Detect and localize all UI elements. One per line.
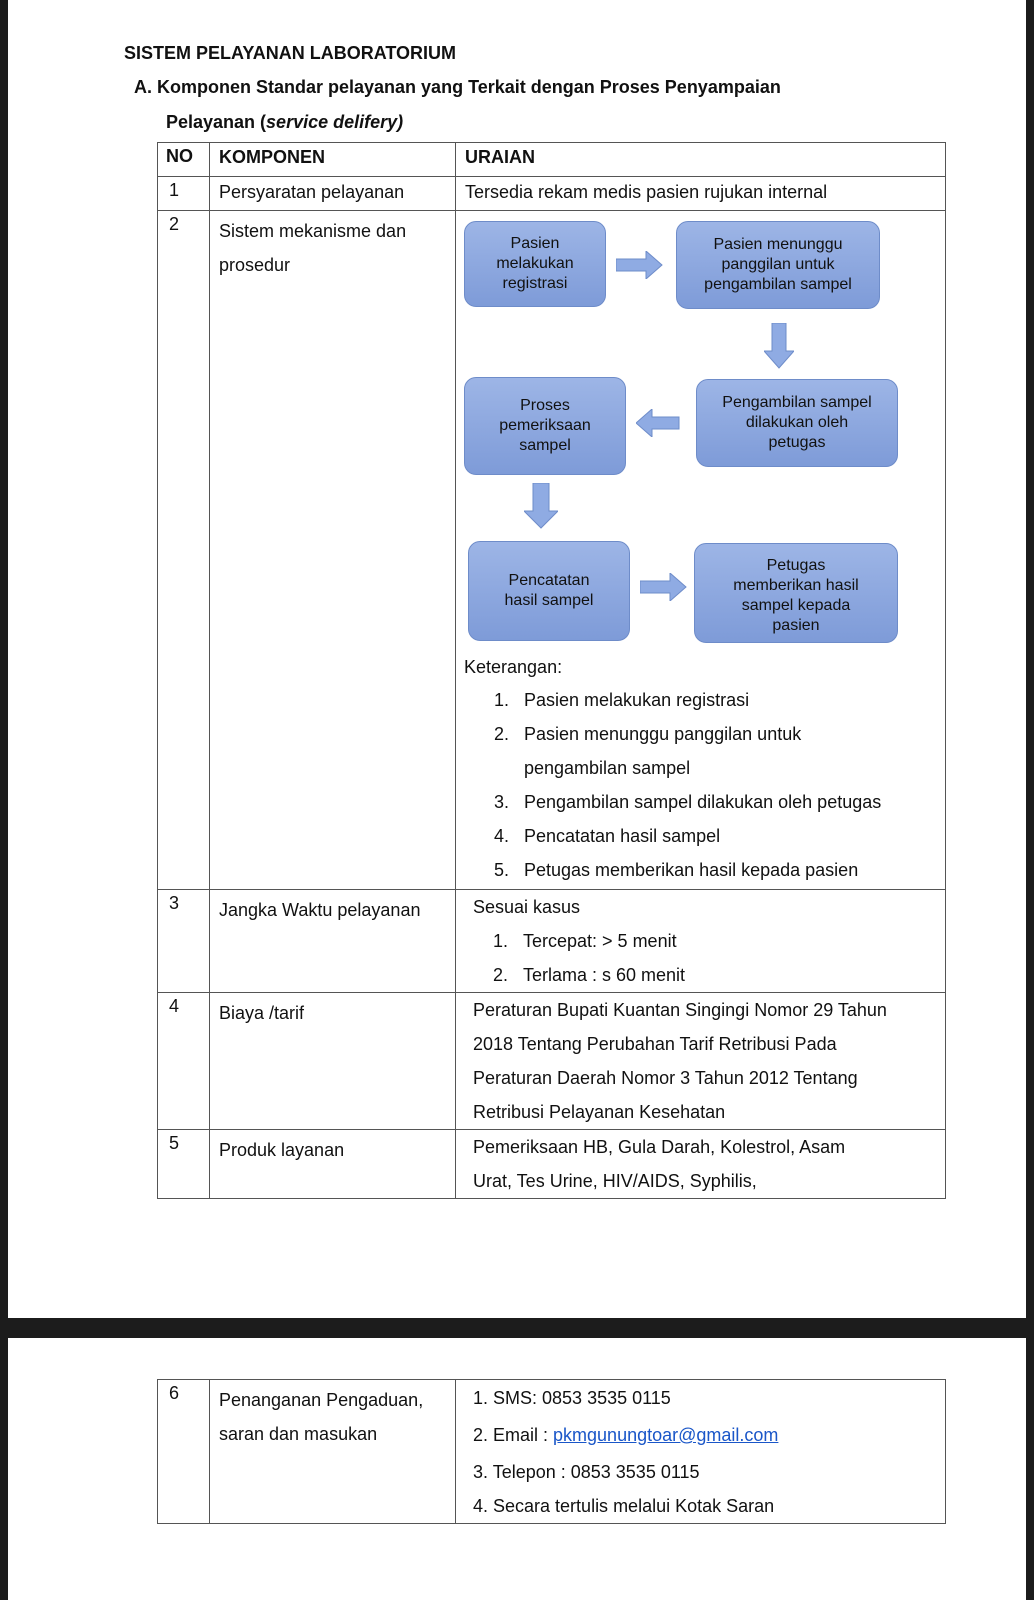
service-standard-table: NO KOMPONEN URAIAN 1 Persyaratan pelayan… (157, 142, 946, 1199)
email-link[interactable]: pkmgunungtoar@gmail.com (553, 1425, 779, 1445)
arrow-right-icon (616, 251, 663, 279)
row-no: 6 (157, 1379, 210, 1524)
flow-step-pencatatan: Pencatatan hasil sampel (468, 541, 630, 641)
row-komponen: Sistem mekanisme dan prosedur (209, 210, 456, 890)
row-uraian: Tersedia rekam medis pasien rujukan inte… (455, 176, 946, 211)
header-no: NO (157, 142, 210, 177)
arrow-down-icon (524, 483, 558, 529)
keterangan-label: Keterangan: (464, 657, 563, 677)
table-row: 1 Persyaratan pelayanan Tersedia rekam m… (157, 176, 946, 211)
flow-step-pengambilan: Pengambilan sampel dilakukan oleh petuga… (696, 379, 898, 467)
table-header-row: NO KOMPONEN URAIAN (157, 142, 946, 177)
table-row: 2 Sistem mekanisme dan prosedur Pasien m… (157, 210, 946, 890)
header-komponen: KOMPONEN (209, 142, 456, 177)
page-title: SISTEM PELAYANAN LABORATORIUM (124, 43, 457, 63)
list-item: 1.Pasien melakukan registrasi (494, 690, 750, 710)
table-row: 5 Produk layanan Pemeriksaan HB, Gula Da… (157, 1129, 946, 1199)
table-row: 3 Jangka Waktu pelayanan Sesuai kasus 1.… (157, 889, 946, 993)
row-komponen: Produk layanan (209, 1129, 456, 1199)
row-uraian: Sesuai kasus 1.Tercepat: > 5 menit 2.Ter… (455, 889, 946, 993)
row-uraian: Pasien melakukan registrasi Pasien menun… (455, 210, 946, 890)
row-komponen: Persyaratan pelayanan (209, 176, 456, 211)
keterangan-list: 1.Pasien melakukan registrasi 2.Pasien m… (486, 683, 945, 887)
table-row: 4 Biaya /tarif Peraturan Bupati Kuantan … (157, 992, 946, 1130)
row-no: 1 (157, 176, 210, 211)
row-no: 5 (157, 1129, 210, 1199)
contact-sms: 1. SMS: 0853 3535 0115 (473, 1388, 671, 1408)
header-uraian: URAIAN (455, 142, 946, 177)
contact-telepon: 3. Telepon : 0853 3535 0115 (473, 1462, 700, 1482)
row-komponen: Biaya /tarif (209, 992, 456, 1130)
flow-step-pemeriksaan: Proses pemeriksaan sampel (464, 377, 626, 475)
list-item: 3.Pengambilan sampel dilakukan oleh petu… (494, 792, 882, 812)
row-uraian: Pemeriksaan HB, Gula Darah, Kolestrol, A… (455, 1129, 946, 1199)
list-item: 5.Petugas memberikan hasil kepada pasien (494, 860, 859, 880)
service-standard-table-cont: 6 Penanganan Pengaduan, saran dan masuka… (157, 1379, 946, 1524)
duration-list: 1.Tercepat: > 5 menit 2.Terlama : s 60 m… (473, 924, 945, 992)
section-heading: A. Komponen Standar pelayanan yang Terka… (134, 77, 781, 97)
list-item: 2.Pasien menunggu panggilan untuk (494, 724, 802, 744)
section-heading-cont: Pelayanan (service delifery) (166, 112, 404, 132)
procedure-flowchart: Pasien melakukan registrasi Pasien menun… (456, 211, 945, 663)
list-item: 4.Pencatatan hasil sampel (494, 826, 721, 846)
list-item: 2.Terlama : s 60 menit (493, 965, 686, 985)
row-no: 3 (157, 889, 210, 993)
row-komponen: Jangka Waktu pelayanan (209, 889, 456, 993)
flow-step-memberikan-hasil: Petugas memberikan hasil sampel kepada p… (694, 543, 898, 643)
row-uraian: 1. SMS: 0853 3535 0115 2. Email : pkmgun… (455, 1379, 946, 1524)
contact-email: 2. Email : pkmgunungtoar@gmail.com (473, 1425, 779, 1445)
arrow-down-icon (764, 323, 794, 369)
list-item-cont: pengambilan sampel (524, 758, 691, 778)
table-row: 6 Penanganan Pengaduan, saran dan masuka… (157, 1379, 946, 1524)
flow-step-menunggu: Pasien menunggu panggilan untuk pengambi… (676, 221, 880, 309)
list-item: 1.Tercepat: > 5 menit (493, 931, 677, 951)
row-no: 4 (157, 992, 210, 1130)
arrow-left-icon (636, 409, 680, 437)
contact-kotak-saran: 4. Secara tertulis melalui Kotak Saran (473, 1496, 775, 1516)
row-komponen: Penanganan Pengaduan, saran dan masukan (209, 1379, 456, 1524)
flow-step-registrasi: Pasien melakukan registrasi (464, 221, 606, 307)
row-no: 2 (157, 210, 210, 890)
row-uraian: Peraturan Bupati Kuantan Singingi Nomor … (455, 992, 946, 1130)
arrow-right-icon (640, 573, 687, 601)
